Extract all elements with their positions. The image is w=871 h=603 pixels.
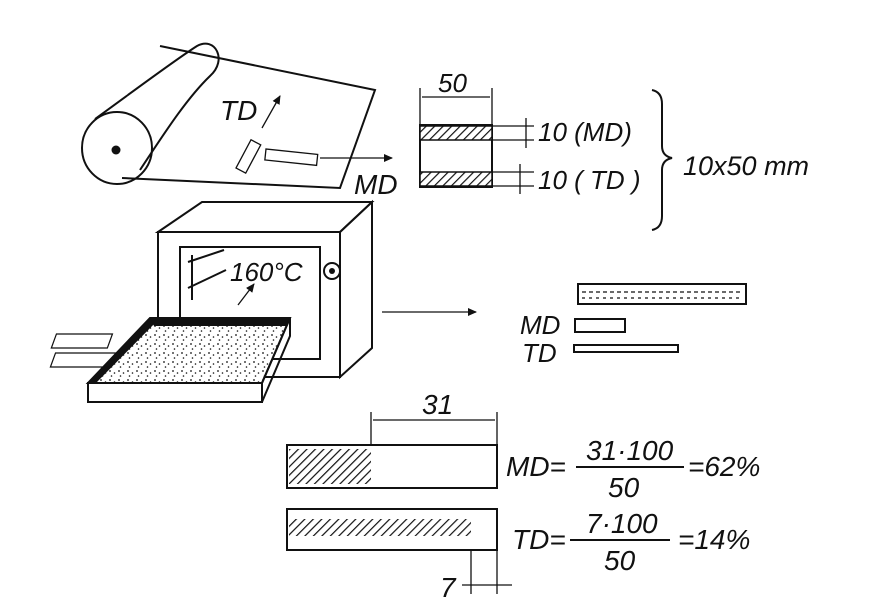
- oven-knob-icon: [323, 262, 341, 280]
- td-calculation: 7 TD= 7·100 50 =14%: [286, 508, 750, 603]
- film-sheet: [121, 45, 377, 190]
- oven: 160°C: [154, 199, 375, 380]
- specimen-brace: [651, 89, 673, 231]
- md-calculation: 31 MD= 31·100 50 =62%: [286, 389, 760, 503]
- oven-knob-center-icon: [329, 268, 335, 274]
- md-cut-sample: [264, 148, 319, 167]
- sample-tray: [49, 317, 292, 403]
- oven-rack-top: [187, 249, 225, 263]
- specimen-size-label: 10x50 mm: [683, 151, 809, 181]
- td-shrink-length: 7: [440, 572, 457, 603]
- tray-sample-md: [50, 333, 114, 349]
- shrunk-md-sample: [574, 318, 626, 333]
- tray-front: [87, 382, 263, 403]
- result-md-label: MD: [520, 310, 560, 340]
- md-shrink-length: 31: [422, 389, 453, 420]
- td-denominator: 50: [604, 545, 636, 576]
- td-cut-sample: [235, 138, 262, 175]
- oven-side: [339, 199, 373, 380]
- td-result: =14%: [678, 524, 750, 555]
- specimen-block: 50 10 (MD) 10 ( TD ) 10x50 mm: [419, 68, 809, 231]
- td-strip: [419, 171, 493, 187]
- md-numerator: 31·100: [586, 435, 674, 466]
- td-calc-bar: [286, 508, 498, 551]
- tray-surface: [85, 317, 292, 384]
- oven-rack-bottom: [187, 269, 227, 289]
- roll-end: [81, 111, 153, 185]
- tray-side: [261, 317, 291, 403]
- result-samples: MD TD: [382, 283, 747, 368]
- md-strip: [419, 125, 493, 141]
- temperature-arrow: [237, 283, 255, 306]
- specimen-width-label: 50: [438, 68, 467, 98]
- shrunk-strip: [577, 283, 747, 305]
- shrunk-td-sample: [573, 344, 679, 353]
- tray-sample-td: [49, 352, 117, 368]
- td-direction-label: TD: [220, 95, 257, 126]
- md-denominator: 50: [608, 472, 640, 503]
- md-calc-bar: [286, 444, 498, 489]
- td-strip-label: 10 ( TD ): [538, 165, 641, 195]
- result-td-label: TD: [522, 338, 557, 368]
- md-calc-hatch: [289, 449, 371, 484]
- md-formula-label: MD=: [506, 451, 566, 482]
- roll-body: [94, 42, 220, 171]
- roll-core: [111, 145, 121, 155]
- td-numerator: 7·100: [586, 508, 658, 539]
- oven-temperature-label: 160°C: [230, 257, 303, 287]
- td-formula-label: TD=: [512, 524, 566, 555]
- specimen-outline: [419, 124, 493, 188]
- td-direction-arrow: [261, 95, 281, 129]
- td-calc-hatch: [289, 519, 471, 536]
- tray-rim-back: [150, 318, 290, 326]
- md-direction-label: MD: [354, 169, 398, 200]
- md-strip-label: 10 (MD): [538, 117, 632, 147]
- film-roll: TD MD: [81, 42, 398, 200]
- oven-top: [154, 201, 375, 233]
- md-result: =62%: [688, 451, 760, 482]
